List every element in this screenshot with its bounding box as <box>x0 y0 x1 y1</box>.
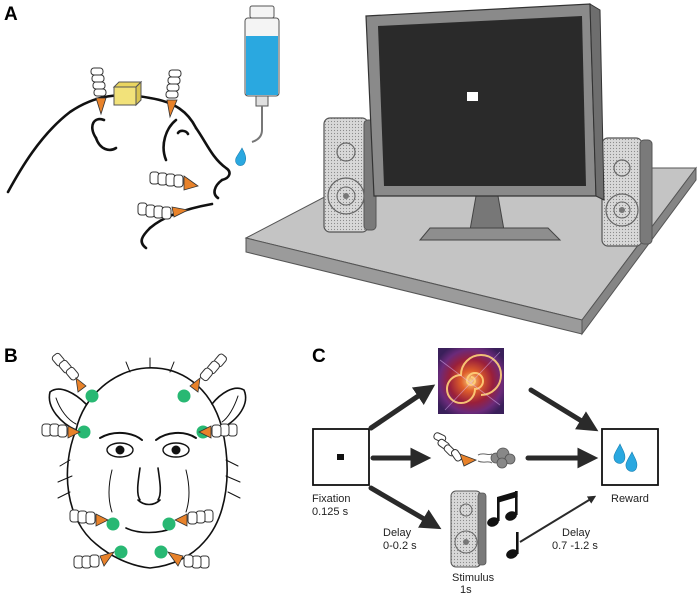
electrode-a1 <box>90 67 107 116</box>
delay1-label: Delay <box>383 527 412 539</box>
sensor-box <box>113 86 137 106</box>
arrow-to-visual <box>368 384 436 431</box>
fixation-time: 0.125 s <box>312 506 349 518</box>
monitor-screen <box>378 16 586 186</box>
arrow-auditory-to-reward <box>519 495 597 543</box>
stimulus-time: 1s <box>460 584 472 593</box>
water-drop-reward-icon <box>613 443 638 472</box>
electrode-sites <box>77 389 210 559</box>
stimulus-label: Stimulus <box>452 572 495 584</box>
monkey-profile <box>6 93 231 250</box>
fixation-label: Fixation <box>312 493 351 505</box>
water-bottle <box>235 5 280 166</box>
electrodes-face <box>41 352 238 569</box>
visual-stimulus <box>438 348 504 414</box>
fixation-dot <box>337 454 344 460</box>
electrode-a2 <box>165 69 182 119</box>
reward-label: Reward <box>611 493 649 505</box>
panel-label-a: A <box>4 4 18 25</box>
monkey-eyes <box>106 442 190 458</box>
speaker-right <box>601 137 653 247</box>
arrow-visual-to-reward <box>528 387 599 432</box>
speaker-left <box>323 117 377 233</box>
delay2-label: Delay <box>562 527 591 539</box>
panel-label-b: B <box>4 346 18 367</box>
music-note-icon <box>487 491 519 559</box>
panel-label-c: C <box>312 346 326 367</box>
delay1-time: 0-0.2 s <box>383 540 417 552</box>
delay2-time: 0.7 -1.2 s <box>552 540 598 552</box>
arrow-to-auditory <box>368 485 442 530</box>
monkey-face <box>48 357 247 569</box>
water-drop-icon <box>235 147 246 166</box>
tactile-stimulus <box>433 432 516 469</box>
auditory-stimulus <box>450 490 487 568</box>
electrode-a3 <box>149 171 199 191</box>
monitor <box>365 3 605 241</box>
fixation-point-screen <box>467 92 478 101</box>
flow-arrows <box>368 384 599 530</box>
electrode-a4 <box>137 202 190 220</box>
